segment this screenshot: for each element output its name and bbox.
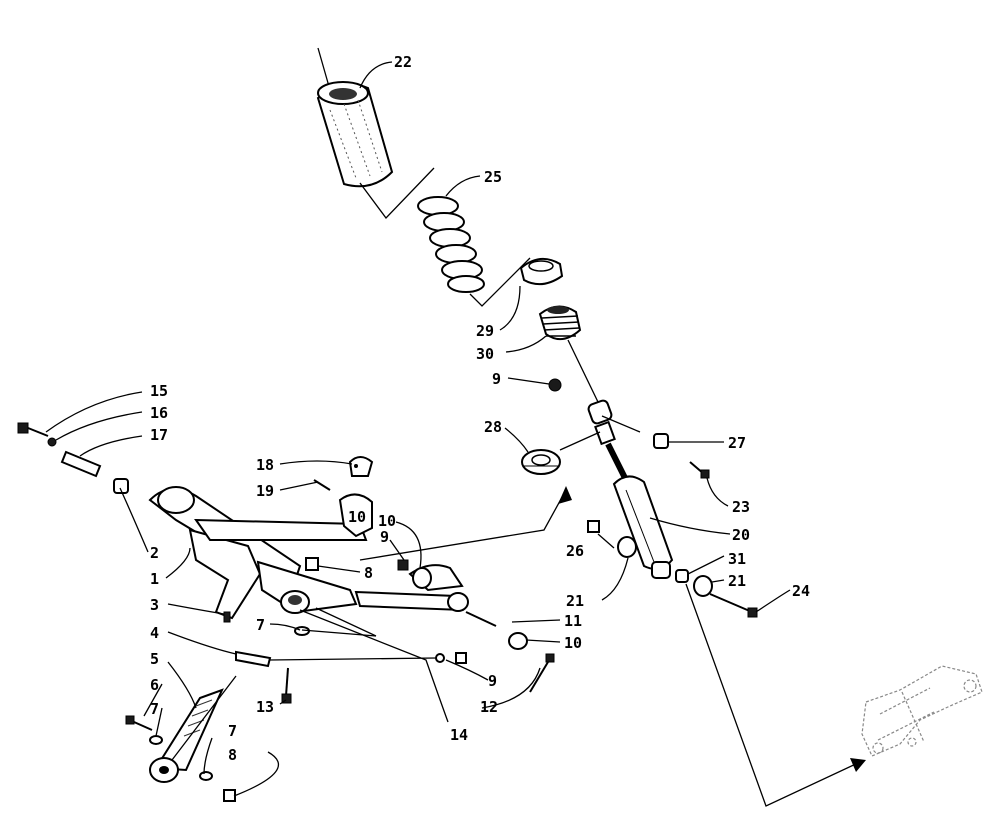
callout-8-upper: 8 [364,564,373,582]
callout-27: 27 [728,434,746,452]
callout-13: 13 [256,698,274,716]
part-hub-assembly [256,557,358,614]
leader-28 [559,431,601,451]
part-29-spring-seat [519,257,564,286]
callout-30: 30 [476,345,494,363]
part-21-bushing-right [693,575,713,597]
part-25-spring [417,196,485,293]
zigzag-line-22-25 [359,167,435,220]
part-8-nut-lower [223,789,236,802]
callout-10-upper: 10 [378,512,396,530]
part-24-bolt [709,593,758,618]
callout-1: 1 [150,570,159,588]
callout-2: 2 [150,544,159,562]
part-7-washer-left [149,735,163,745]
callout-4: 4 [150,624,159,642]
callout-31: 31 [728,550,746,568]
part-2-bushing [113,478,129,494]
part-6-bolt [125,715,153,731]
callout-16: 16 [150,404,168,422]
callout-19: 19 [256,482,274,500]
callout-29: 29 [476,322,494,340]
callout-9-lower: 9 [488,672,497,690]
callout-24: 24 [792,582,810,600]
part-28-bumper [521,449,561,475]
callout-3: 3 [150,596,159,614]
frame-reference-drawing [861,665,983,757]
part-19-screw [313,479,331,491]
part-20-shock-body [587,399,674,579]
part-12-bolt [529,653,555,693]
part-9-washer-lower [435,653,445,663]
callout-20: 20 [732,526,750,544]
leader-27 [601,415,641,433]
part-18-bracket [348,456,374,477]
callout-14: 14 [450,726,468,744]
axis-line-shock [567,339,599,403]
part-21-bushing-left [617,536,637,558]
part-15-bolt [17,422,49,437]
part-9-nut-right [397,559,409,571]
callout-6: 6 [150,676,159,694]
callout-28: 28 [484,418,502,436]
part-30-adjuster [538,305,582,341]
callout-7-upper: 7 [256,616,265,634]
part-7-washer-lower [199,771,213,781]
callout-7-lower: 7 [228,722,237,740]
callout-10-lower: 10 [564,634,582,652]
callout-15: 15 [150,382,168,400]
part-16-washer [47,437,57,447]
part-10-bushing-lower [508,632,528,650]
part-9-nut-lower [455,652,467,664]
callout-23: 23 [732,498,750,516]
part-22-boot [316,47,394,188]
part-8-nut-upper [305,557,319,571]
part-tie-rod-right [354,559,497,627]
part-31-sleeve [675,569,689,583]
part-10-bushing-upper [412,567,432,589]
callout-11: 11 [564,612,582,630]
callout-17: 17 [150,426,168,444]
part-11-bolt [465,611,497,627]
callout-12: 12 [480,698,498,716]
part-9-nut-top [548,378,562,392]
part-4-link [235,650,437,668]
callout-5: 5 [150,650,159,668]
part-17-pin [60,450,102,478]
part-26-nut [587,520,600,533]
part-5-steering-arm [149,688,224,783]
part-27-sleeve [653,433,669,449]
part-18-bracket-mounted [338,493,373,538]
zigzag-line-25-29 [469,257,531,307]
callout-25: 25 [484,168,502,186]
callout-26: 26 [566,542,584,560]
part-13-bolt [281,667,292,704]
connector-arrows [171,486,866,807]
callout-21-left: 21 [566,592,584,610]
part-23-bolt [689,461,710,479]
callout-9-upper: 9 [492,370,501,388]
callout-labels: 22 25 29 30 9 28 27 23 20 26 31 21 24 21… [150,53,810,764]
callout-7-left: 7 [150,700,159,718]
callout-10-mid: 10 [348,508,366,526]
callout-21-right: 21 [728,572,746,590]
callout-leaders [45,61,791,797]
callout-8-lower: 8 [228,746,237,764]
callout-22: 22 [394,53,412,71]
callout-9-mid: 9 [380,528,389,546]
callout-18: 18 [256,456,274,474]
